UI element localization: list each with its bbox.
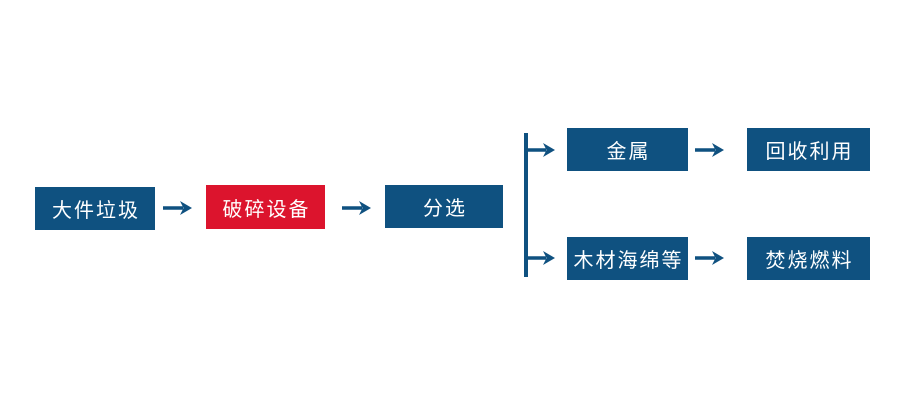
node-wood-sponge-etc: 木材海绵等	[567, 237, 688, 280]
node-crushing-equipment: 破碎设备	[206, 185, 325, 229]
node-sorting: 分选	[385, 185, 503, 228]
arrow-sorting-to-wood-icon	[526, 249, 556, 267]
arrow-sorting-to-metal-icon	[526, 141, 556, 159]
arrow-metal-to-recycling-icon	[695, 141, 725, 159]
node-bulky-waste: 大件垃圾	[35, 187, 155, 230]
node-incineration-fuel: 焚烧燃料	[747, 237, 870, 280]
arrow-wood-to-fuel-icon	[695, 249, 725, 267]
node-recycling: 回收利用	[747, 128, 870, 171]
node-metal: 金属	[567, 128, 688, 171]
arrow-crushing-to-sorting-icon	[342, 199, 372, 217]
branch-connector-line	[524, 133, 528, 277]
arrow-bulky-to-crushing-icon	[163, 199, 193, 217]
